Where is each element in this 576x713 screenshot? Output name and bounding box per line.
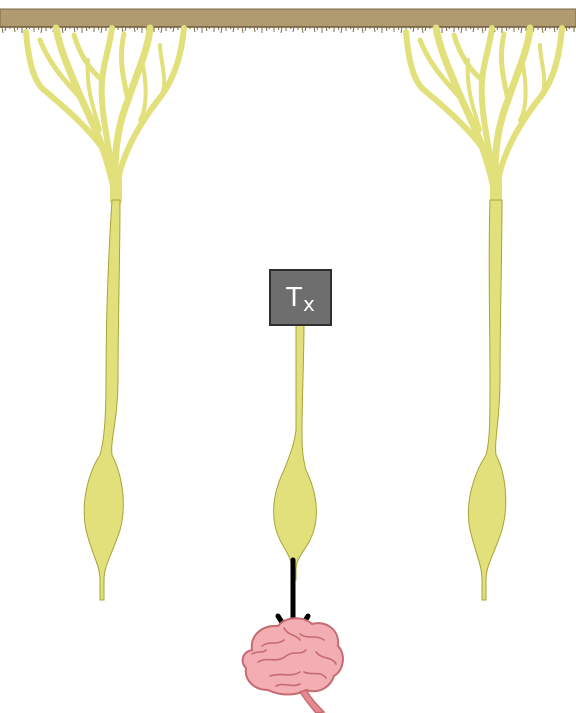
- skin-fringe-tick: [482, 27, 483, 33]
- skin-fringe-tick: [242, 27, 243, 33]
- skin-fringe-tick: [101, 27, 102, 33]
- skin-fringe-tick: [302, 27, 303, 33]
- skin-fringe-tick: [221, 27, 222, 33]
- receptor-neuron-right: [406, 28, 562, 200]
- skin-fringe-tick: [341, 27, 342, 33]
- transducer-neuron: [274, 320, 317, 580]
- skin-fringe-tick: [542, 27, 543, 33]
- receptor-axon-right: [468, 200, 505, 600]
- receptor-axon-left: [84, 200, 123, 600]
- skin-fringe-tick: [461, 27, 462, 33]
- skin-fringe-tick: [2, 27, 3, 33]
- skin-fringe-tick: [401, 27, 402, 33]
- skin-fringe-tick: [422, 27, 423, 33]
- skin-fringe-tick: [41, 27, 42, 33]
- brain-icon: [243, 618, 343, 713]
- skin-fringe-tick: [362, 27, 363, 33]
- skin-fringe-tick: [161, 27, 162, 33]
- skin-fringe-tick: [62, 27, 63, 33]
- transducer-box: [270, 270, 331, 325]
- skin-fringe-tick: [281, 27, 282, 33]
- skin-fringe-tick: [521, 27, 522, 33]
- receptor-neuron-left: [26, 28, 184, 200]
